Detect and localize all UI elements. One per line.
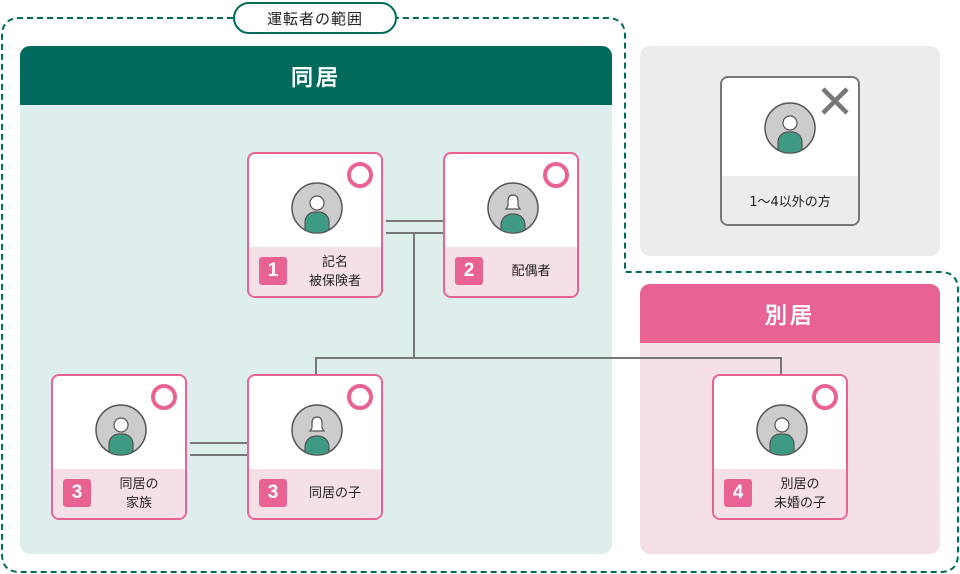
other-card-label: 1〜4以外の方: [722, 176, 858, 224]
person-male-icon: [95, 404, 147, 456]
person-male-icon: [291, 182, 343, 234]
spouse-connector-top: [386, 220, 444, 222]
person-card-cohabiting-family: 3 同居の 家族: [51, 374, 187, 520]
person-card-separate-unmarried-child: 4 別居の 未婚の子: [712, 374, 848, 520]
card-footer: 3 同居の子: [249, 469, 381, 518]
person-label: 配偶者: [511, 264, 551, 279]
person-female-icon: [487, 182, 539, 234]
family-connector-top: [190, 442, 248, 444]
person-number-badge: 3: [259, 479, 287, 507]
children-trunk-line: [413, 232, 415, 358]
circle-ok-icon: [812, 384, 838, 410]
children-branch-line: [315, 357, 782, 359]
cross-ng-icon: [821, 87, 849, 115]
child-drop-line-separate: [780, 357, 782, 375]
driver-scope-label: 運転者の範囲: [233, 2, 397, 34]
person-female-icon: [291, 404, 343, 456]
person-label: 同居の子: [308, 486, 361, 501]
cohabit-panel-title: 同居: [20, 46, 612, 105]
spouse-connector-bottom: [386, 232, 444, 234]
family-connector-bottom: [190, 454, 248, 456]
person-male-icon: [764, 102, 816, 154]
card-footer: 2 配偶者: [445, 247, 577, 296]
card-footer: 3 同居の 家族: [53, 469, 185, 518]
person-number-badge: 4: [724, 479, 752, 507]
person-label: 同居の 家族: [119, 476, 159, 511]
person-card-named-insured: 1 記名 被保険者: [247, 152, 383, 298]
person-label: 記名 被保険者: [308, 254, 361, 289]
person-number-badge: 3: [63, 479, 91, 507]
person-label: 別居の 未婚の子: [773, 476, 826, 511]
person-number-badge: 1: [259, 257, 287, 285]
child-drop-line-cohabit: [315, 357, 317, 375]
person-card-others: 1〜4以外の方: [720, 76, 860, 226]
separate-panel-title: 別居: [640, 284, 940, 343]
card-footer: 4 別居の 未婚の子: [714, 469, 846, 518]
circle-ok-icon: [151, 384, 177, 410]
person-male-icon: [756, 404, 808, 456]
circle-ok-icon: [543, 162, 569, 188]
circle-ok-icon: [347, 384, 373, 410]
person-card-spouse: 2 配偶者: [443, 152, 579, 298]
card-footer: 1 記名 被保険者: [249, 247, 381, 296]
person-number-badge: 2: [455, 257, 483, 285]
circle-ok-icon: [347, 162, 373, 188]
person-card-cohabiting-child: 3 同居の子: [247, 374, 383, 520]
